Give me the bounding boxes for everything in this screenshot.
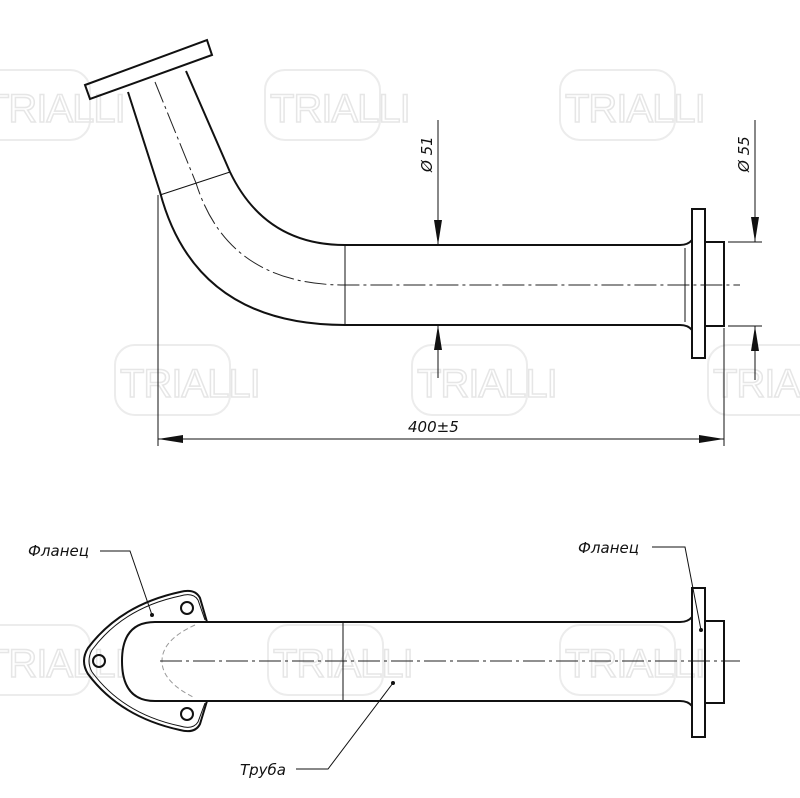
watermark: TRIALLI [707,344,800,416]
inlet-flange-plate [83,589,208,733]
watermark: TRIALLI [267,624,414,696]
top-view: Ø 51 Ø 55 400±5 [83,38,762,446]
leader-line [652,546,702,631]
leader-dot [150,613,154,617]
dim-length: 400±5 [408,418,459,436]
outlet-flange [691,208,706,359]
bolt-hole [180,707,194,721]
bolt-hole [180,601,194,615]
watermark: TRIALLI [559,69,706,141]
pipe-contour [120,621,680,702]
pipe-inner-contour [185,70,680,246]
svg-text:TRIALLI: TRIALLI [417,362,557,406]
watermark: TRIALLI [0,69,126,141]
svg-text:TRIALLI: TRIALLI [565,642,705,686]
arrow-icon [751,217,759,242]
bolt-hole [92,654,106,668]
watermark: TRIALLI [264,69,411,141]
leader-line [296,682,394,770]
bolt-holes [92,601,194,721]
svg-text:TRIALLI: TRIALLI [270,87,410,131]
watermarks: TRIALLI TRIALLI TRIALLI TRIALLI TRIALLI … [0,69,800,696]
bottom-view: Фланец Фланец Труба [28,539,740,779]
svg-text:TRIALLI: TRIALLI [713,362,800,406]
pipe-outer-contour [127,91,680,326]
svg-text:TRIALLI: TRIALLI [120,362,260,406]
dim-pipe-diameter: Ø 51 [418,136,436,173]
svg-text:TRIALLI: TRIALLI [565,87,705,131]
label-pipe: Труба [240,761,286,779]
arrow-icon [699,435,724,443]
watermark: TRIALLI [559,624,706,696]
label-flange-left: Фланец [28,542,89,560]
leader-dot [391,681,395,685]
watermark: TRIALLI [114,344,261,416]
arrow-icon [751,326,759,351]
label-flange-right: Фланец [578,539,639,557]
flange-edge [88,594,206,728]
bend-tangent-line [159,171,231,196]
watermark: TRIALLI [0,624,126,696]
inlet-flange [83,38,214,101]
arrow-icon [434,325,442,350]
leader-line [100,550,153,616]
leader-dot [699,628,703,632]
outlet-spigot [704,241,725,327]
svg-text:TRIALLI: TRIALLI [0,642,125,686]
arrow-icon [158,435,183,443]
pipe-centerline [154,81,740,286]
arrow-icon [434,220,442,245]
outlet-spigot [704,620,725,704]
watermark: TRIALLI [411,344,558,416]
dim-flange-diameter: Ø 55 [735,136,753,173]
